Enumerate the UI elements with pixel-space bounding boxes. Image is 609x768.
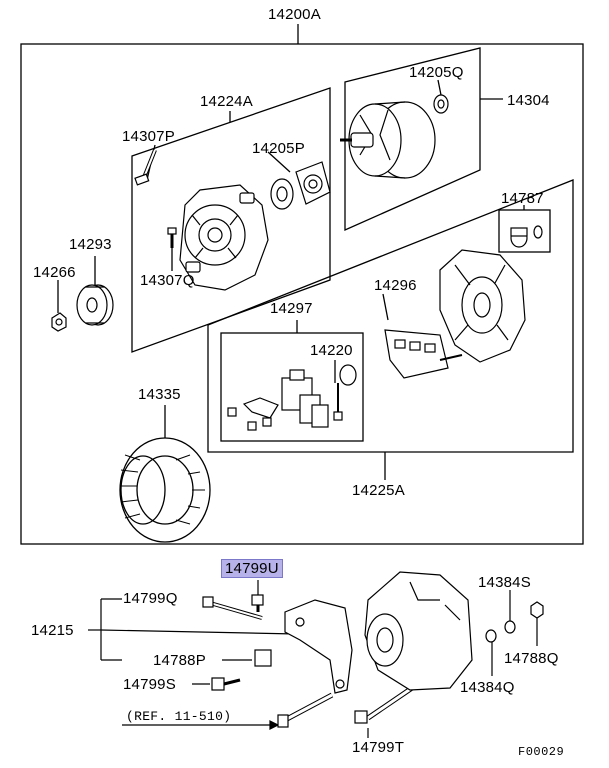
rear-housing-panel [207,179,574,453]
label-14799T[interactable]: 14799T [352,739,405,756]
rectifier-part [384,329,463,379]
label-14293[interactable]: 14293 [69,236,112,253]
label-14335[interactable]: 14335 [138,386,181,403]
regulator-part [227,364,357,431]
rotor-panel [344,47,481,232]
label-14788Q[interactable]: 14788Q [504,650,559,667]
front-housing-part [179,184,269,291]
figure-code: F00029 [518,745,565,759]
label-14200A[interactable]: 14200A [268,6,321,23]
label-14307P[interactable]: 14307P [122,128,175,145]
front-housing-panel [131,87,331,353]
assembly-frame [20,43,584,545]
label-14205Q[interactable]: 14205Q [409,64,464,81]
label-14799U-highlighted[interactable]: 14799U [221,559,283,578]
stator-part [119,437,211,543]
label-14224A[interactable]: 14224A [200,93,253,110]
label-14788P[interactable]: 14788P [153,652,206,669]
label-14225A[interactable]: 14225A [352,482,405,499]
label-14296[interactable]: 14296 [374,277,417,294]
bracket-part [284,599,353,694]
rotor-part [340,94,449,179]
label-14799Q[interactable]: 14799Q [123,590,178,607]
label-14384S[interactable]: 14384S [478,574,531,591]
rear-housing-part [439,249,526,363]
label-14220[interactable]: 14220 [310,342,353,359]
label-14787[interactable]: 14787 [501,190,544,207]
label-14307Q[interactable]: 14307Q [140,272,195,289]
bearing-part [270,161,331,210]
pulley-part [51,284,114,332]
label-14266[interactable]: 14266 [33,264,76,281]
reference-note: (REF. 11-510) [126,709,232,724]
regulator-panel [220,332,364,442]
label-14384Q[interactable]: 14384Q [460,679,515,696]
label-14205P[interactable]: 14205P [252,140,305,157]
label-14304[interactable]: 14304 [507,92,550,109]
label-14297[interactable]: 14297 [270,300,313,317]
label-14215[interactable]: 14215 [31,622,74,639]
label-14799S[interactable]: 14799S [123,676,176,693]
